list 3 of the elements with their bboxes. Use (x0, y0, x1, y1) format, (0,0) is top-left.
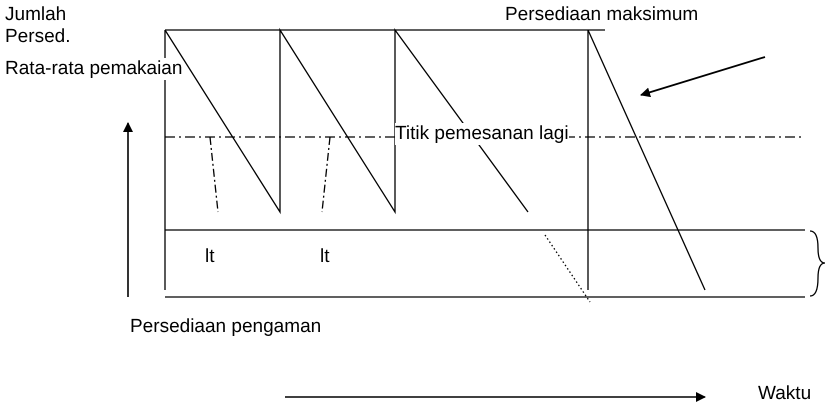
slope-label: Rata-rata pemakaian (5, 58, 182, 80)
safety-stock-label: Persediaan pengaman (130, 316, 322, 338)
reorder-point-label: Titik pemesanan lagi (395, 123, 569, 145)
